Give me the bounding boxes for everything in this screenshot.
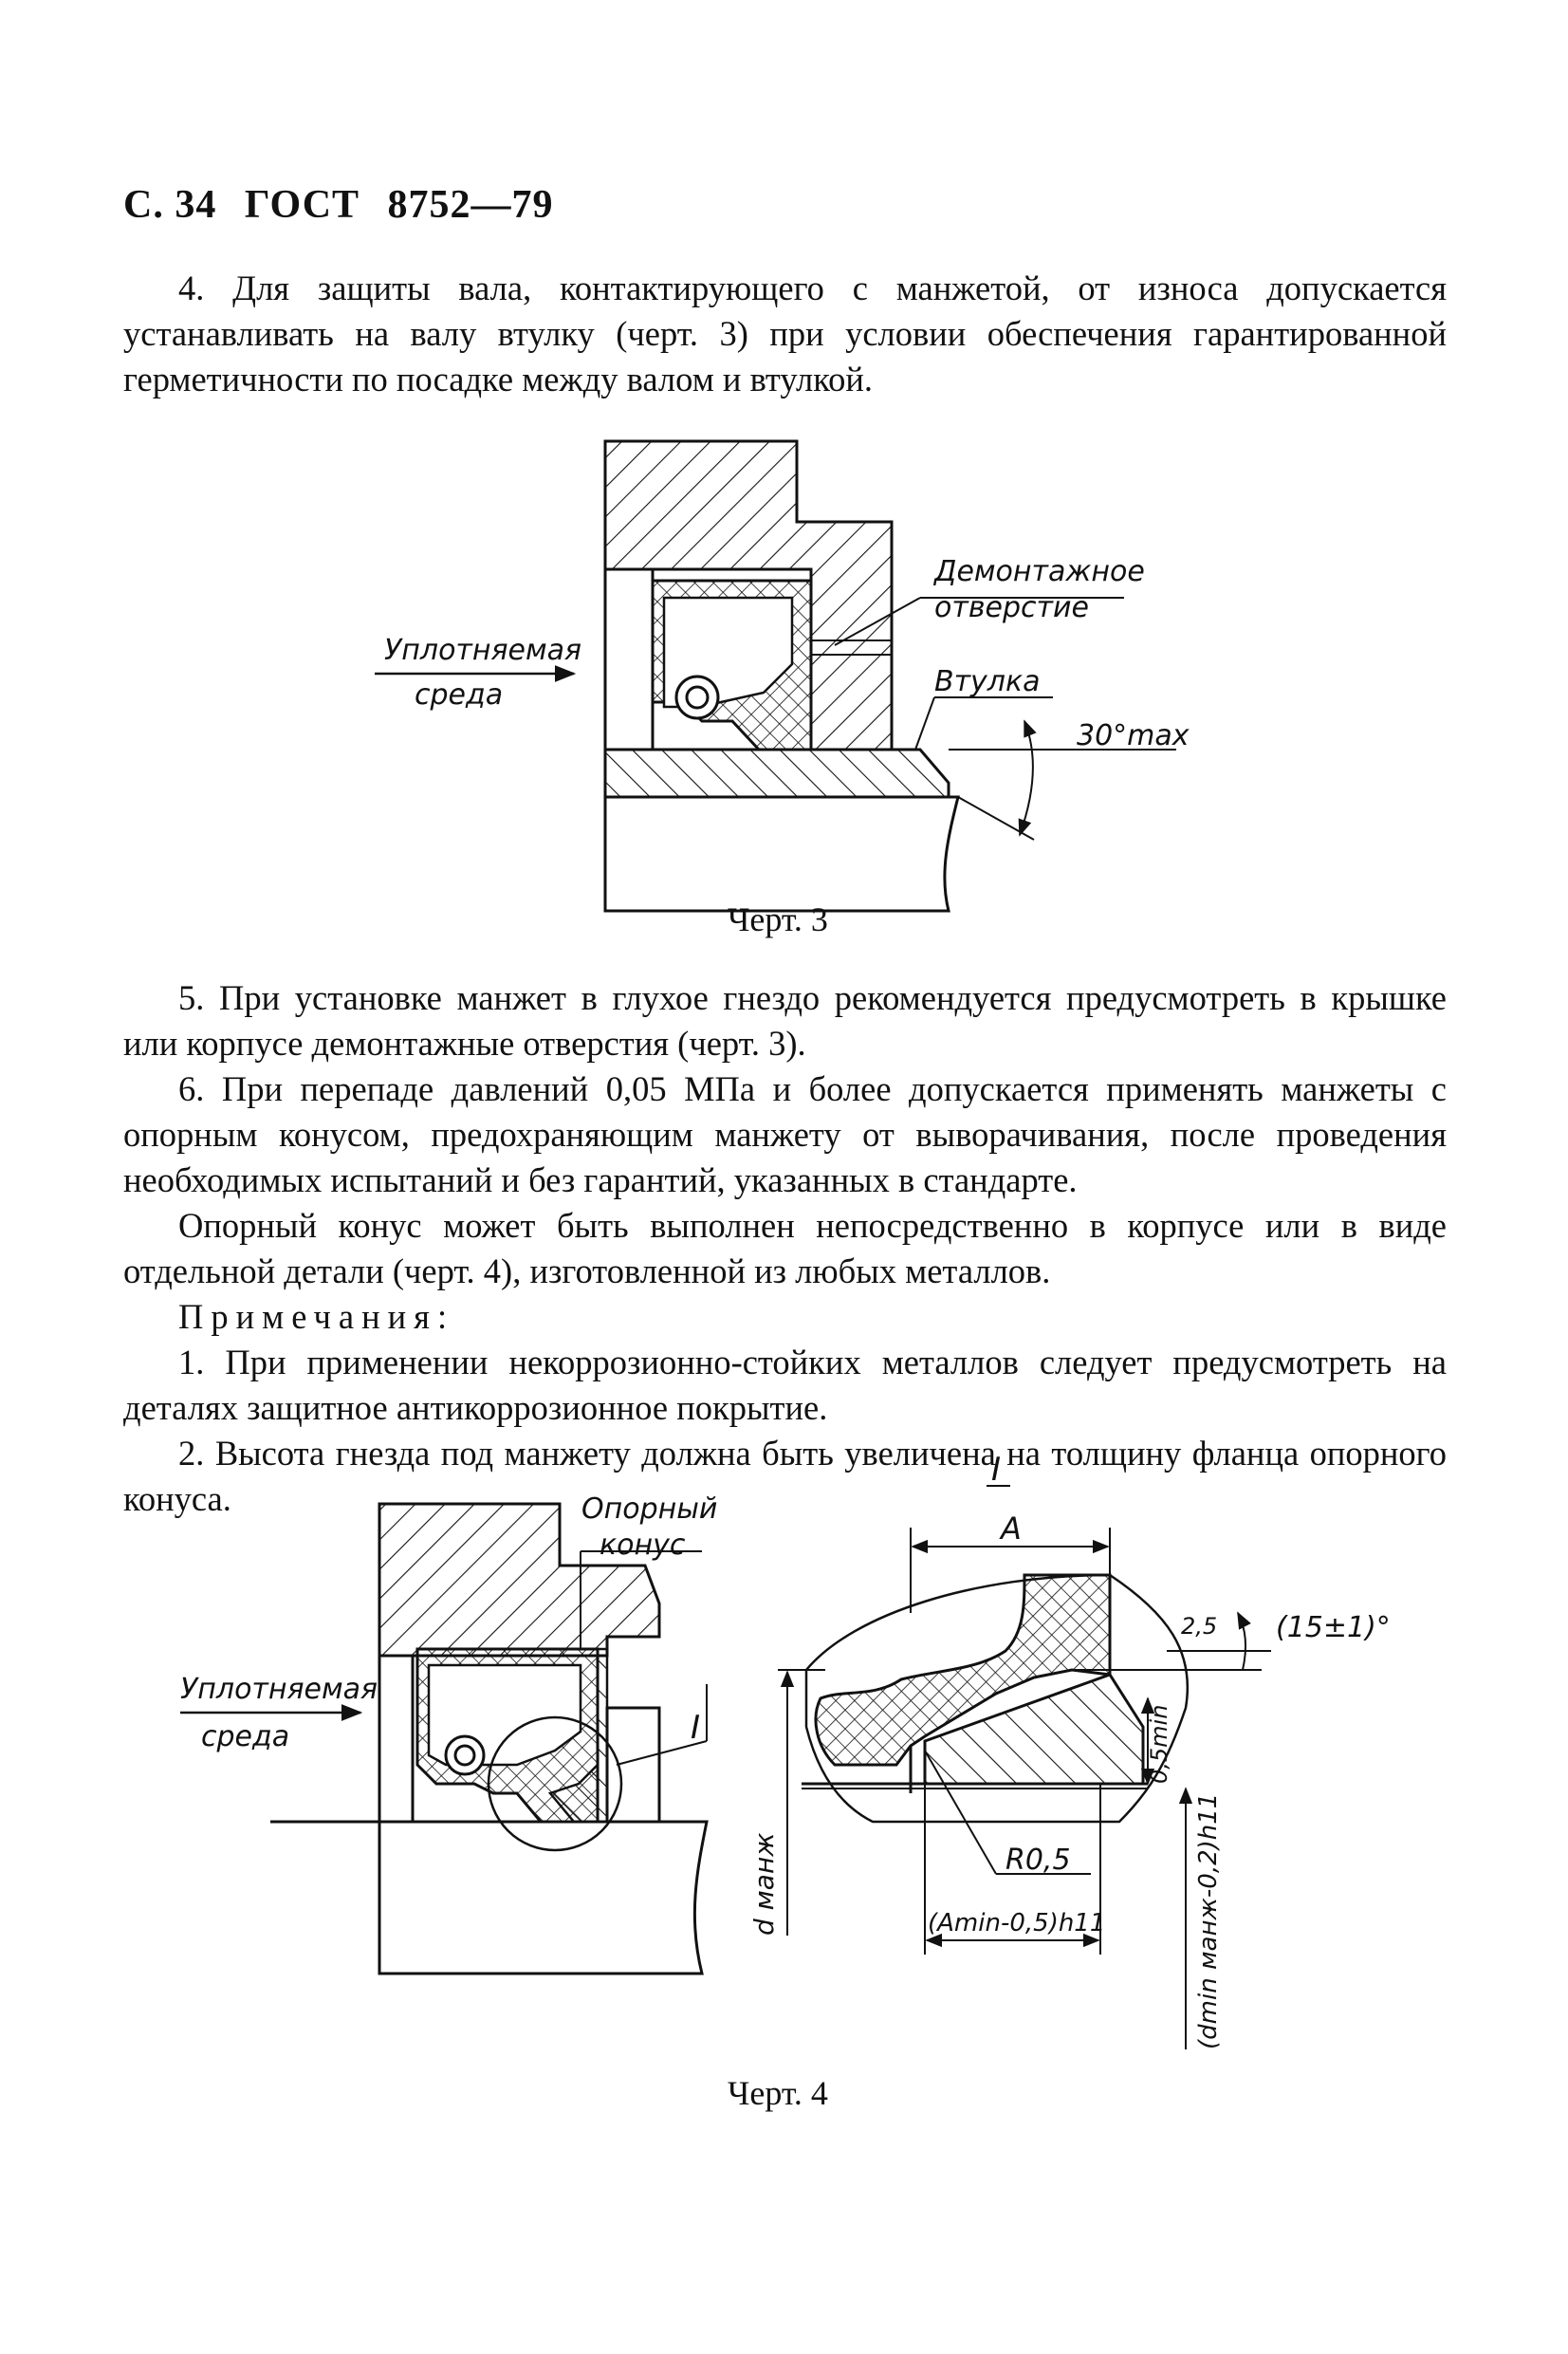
paragraph-6: 6. При перепаде давлений 0,05 МПа и боле… [123, 1069, 1447, 1199]
fig3-angle-label: 30°max [1077, 719, 1190, 752]
fig3-medium-label-1: Уплотняемая [384, 634, 581, 667]
page-number: С. 34 [123, 183, 217, 227]
fig4-housing [378, 1502, 661, 1658]
fig3-medium-label-2: среда [415, 678, 503, 712]
standard-number: 8752—79 [387, 183, 554, 227]
fig4-detail-circle [487, 1715, 623, 1852]
fig4-radius-label: R0,5 [1005, 1844, 1071, 1877]
fig4-min-thickness: 0,5min [1146, 1705, 1172, 1784]
note-2: 2. Высота гнезда под манжету должна быть… [123, 1434, 1447, 1518]
standard-name: ГОСТ [244, 183, 360, 227]
body-text-block: 5. При установке манжет в глухое гнездо … [123, 975, 1447, 1522]
fig3-sleeve-label: Втулка [934, 665, 1041, 698]
fig4-dim-a-tol: (Amin-0,5)h11 [928, 1909, 1105, 1937]
fig4-dim-a: A [999, 1511, 1022, 1547]
fig3-hole-label-1: Демонтажное [932, 555, 1145, 588]
fig4-d-tol: (dmin манж-0,2)h11 [1194, 1793, 1223, 2049]
fig4-cone-label-2: конус [600, 1529, 686, 1562]
fig4-detail-cuff [814, 1573, 1112, 1767]
page-header: С. 34 ГОСТ 8752—79 [123, 182, 571, 228]
fig4-angle-label: (15±1)° [1276, 1611, 1391, 1644]
notes-title: Примечания: [178, 1297, 455, 1336]
fig4-chamfer-label: 2,5 [1181, 1613, 1217, 1640]
fig4-detail-boundary [804, 1573, 1190, 1824]
fig4-shaft [270, 1820, 709, 1975]
fig4-support-cone [547, 1647, 609, 1824]
note-1: 1. При применении некоррозионно-стойких … [123, 1343, 1447, 1427]
fig4-cone-label-1: Опорный [581, 1492, 717, 1526]
fig4-medium-label-2: среда [201, 1720, 289, 1753]
figure-3-caption: Черт. 3 [728, 900, 828, 938]
fig3-shaft [603, 795, 960, 913]
fig4-medium-label-1: Уплотняемая [180, 1673, 378, 1706]
paragraph-cone: Опорный конус может быть выполнен непоср… [123, 1206, 1447, 1290]
fig4-d-cuff: d манж [748, 1833, 780, 1937]
paragraph-5: 5. При установке манжет в глухое гнездо … [123, 978, 1447, 1063]
fig3-sleeve [603, 748, 950, 799]
paragraph-4-block: 4. Для защиты вала, контактирующего с ма… [123, 266, 1447, 402]
figure-4-caption: Черт. 4 [728, 2074, 828, 2112]
fig3-hole-label-2: отверстие [934, 591, 1089, 624]
fig4-detail-title: I [991, 1451, 1001, 1489]
paragraph-4: 4. Для защиты вала, контактирующего с ма… [123, 269, 1447, 399]
fig4-detail-label: I [691, 1709, 700, 1747]
